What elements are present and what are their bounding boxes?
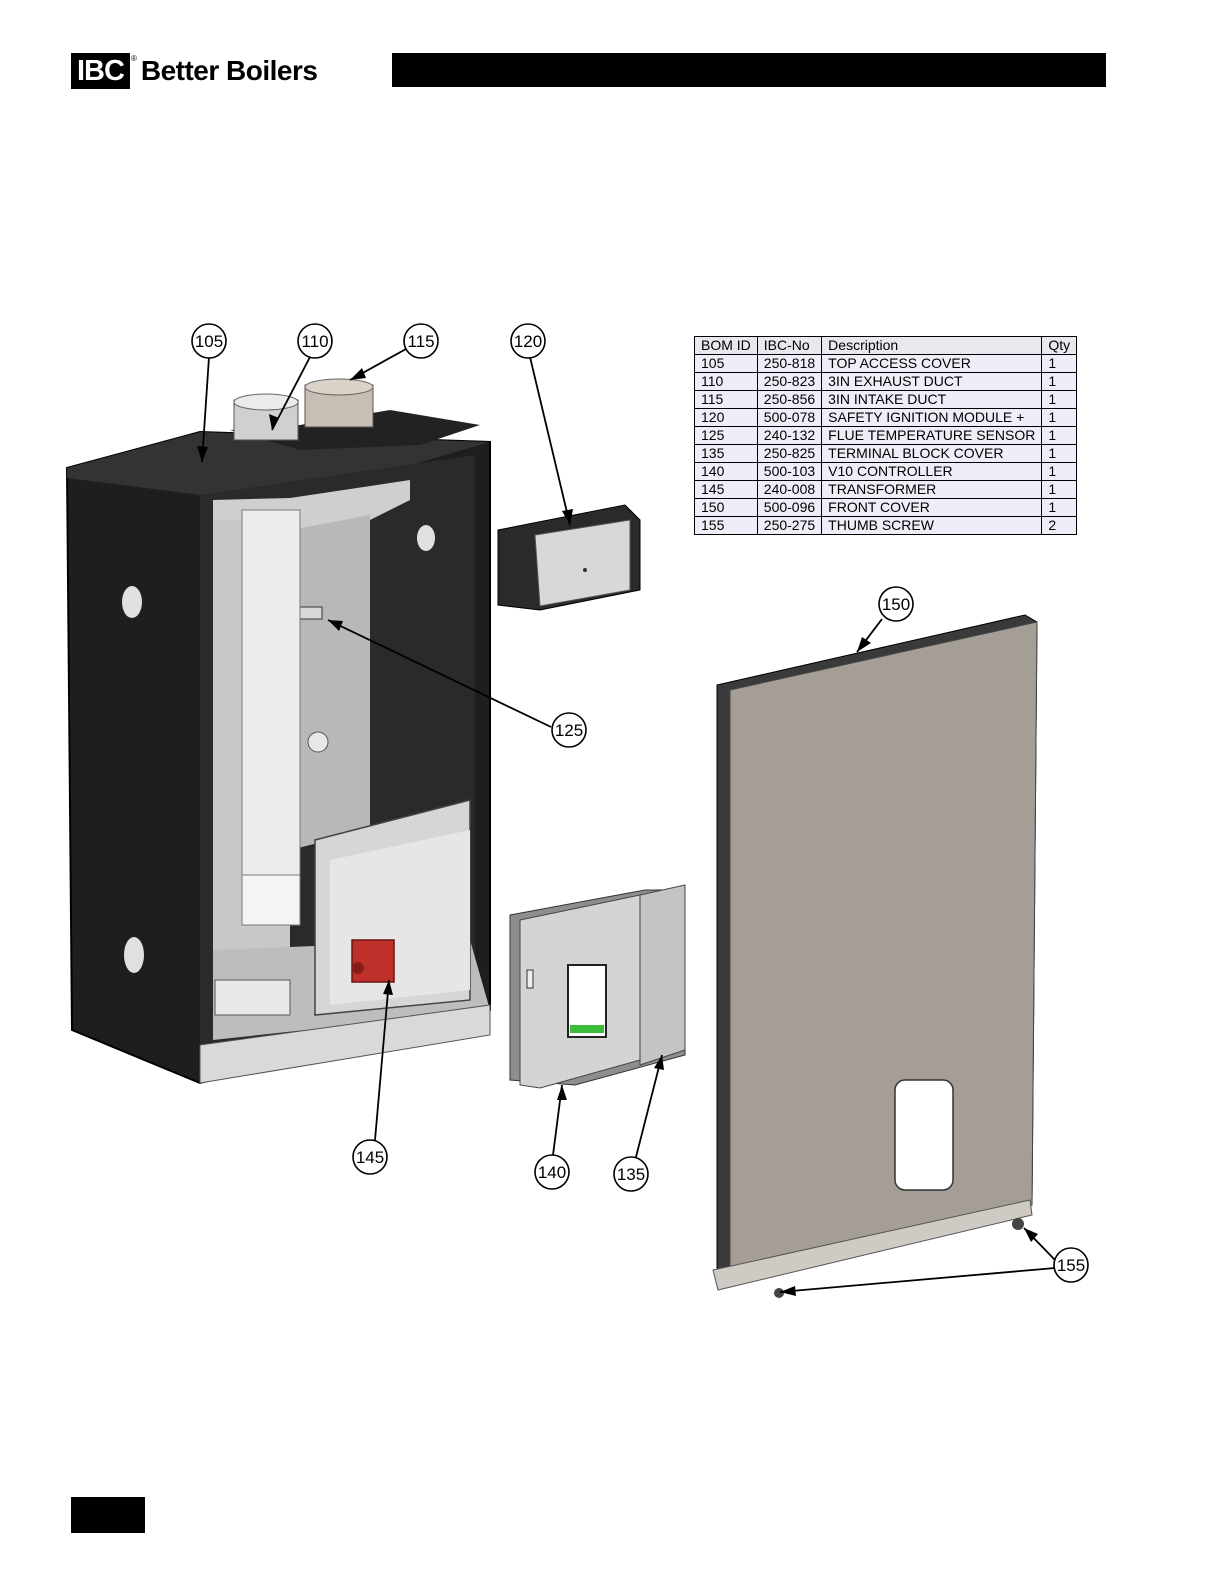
- callout-145-label: 145: [356, 1148, 384, 1167]
- callout-105-label: 105: [195, 332, 223, 351]
- description: 3IN INTAKE DUCT: [821, 390, 1043, 409]
- bom-id: 105: [694, 354, 758, 373]
- header-bar: [392, 53, 1106, 87]
- callout-145: 145: [352, 1139, 388, 1175]
- qty: 1: [1041, 408, 1078, 427]
- callout-120-label: 120: [514, 332, 542, 351]
- qty: 1: [1041, 462, 1078, 481]
- bom-id: 155: [694, 516, 758, 535]
- qty: 1: [1041, 426, 1078, 445]
- ibc-no: 500-103: [756, 462, 823, 481]
- bom-col-ibc-no: IBC-No: [756, 336, 823, 355]
- callout-115-label: 115: [407, 332, 434, 351]
- callout-150: 150: [878, 586, 914, 622]
- qty: 1: [1041, 498, 1078, 517]
- qty: 1: [1041, 354, 1078, 373]
- ibc-no: 250-275: [756, 516, 823, 535]
- bom-id: 120: [694, 408, 758, 427]
- bom-col-id: BOM ID: [694, 336, 758, 355]
- callout-115: 115: [403, 323, 439, 359]
- bom-header-row: BOM ID IBC-No Description Qty: [694, 336, 1078, 355]
- bom-id: 125: [694, 426, 758, 445]
- description: TRANSFORMER: [821, 480, 1043, 499]
- ignition-module: [497, 504, 641, 611]
- description: TOP ACCESS COVER: [821, 354, 1043, 373]
- callout-150-label: 150: [882, 595, 910, 614]
- front-cover: [712, 614, 1038, 1298]
- qty: 2: [1041, 516, 1078, 535]
- leader-arrowheads: [197, 368, 1038, 1296]
- ibc-no: 240-132: [756, 426, 823, 445]
- callout-155: 155: [1053, 1247, 1089, 1283]
- controller-assembly: [509, 884, 686, 1089]
- logo-registered-mark: ®: [130, 54, 137, 63]
- ibc-no: 240-008: [756, 480, 823, 499]
- page-number-box: [71, 1497, 145, 1533]
- bom-id: 110: [694, 372, 758, 391]
- description: 3IN EXHAUST DUCT: [821, 372, 1043, 391]
- ibc-logo: IBC ® Better Boilers: [71, 53, 318, 89]
- description: TERMINAL BLOCK COVER: [821, 444, 1043, 463]
- qty: 1: [1041, 480, 1078, 499]
- description: FLUE TEMPERATURE SENSOR: [821, 426, 1043, 445]
- description: V10 CONTROLLER: [821, 462, 1043, 481]
- bom-id: 145: [694, 480, 758, 499]
- ibc-no: 250-825: [756, 444, 823, 463]
- ibc-no: 250-856: [756, 390, 823, 409]
- description: FRONT COVER: [821, 498, 1043, 517]
- callout-125-label: 125: [555, 721, 583, 740]
- bom-col-qty: Qty: [1041, 336, 1078, 355]
- bom-col-description: Description: [821, 336, 1043, 355]
- callout-110-label: 110: [301, 332, 328, 351]
- callout-105: 105: [191, 323, 227, 359]
- ibc-no: 500-096: [756, 498, 823, 517]
- ibc-no: 250-818: [756, 354, 823, 373]
- callout-135: 135: [613, 1156, 649, 1192]
- qty: 1: [1041, 372, 1078, 391]
- callout-135-label: 135: [617, 1165, 645, 1184]
- ibc-no: 500-078: [756, 408, 823, 427]
- callout-140-label: 140: [538, 1163, 566, 1182]
- boiler-cabinet: [65, 430, 491, 1085]
- bom-id: 150: [694, 498, 758, 517]
- callout-120: 120: [510, 323, 546, 359]
- callout-155-label: 155: [1057, 1256, 1085, 1275]
- description: SAFETY IGNITION MODULE +: [821, 408, 1043, 427]
- ibc-no: 250-823: [756, 372, 823, 391]
- bom-id: 140: [694, 462, 758, 481]
- description: THUMB SCREW: [821, 516, 1043, 535]
- qty: 1: [1041, 390, 1078, 409]
- brand-name: Better Boilers: [140, 55, 318, 86]
- bom-id: 115: [694, 390, 758, 409]
- callout-110: 110: [297, 323, 333, 359]
- bom-id: 135: [694, 444, 758, 463]
- callout-125: 125: [551, 712, 587, 748]
- duct-collars: [230, 378, 480, 450]
- logo-mark: IBC: [71, 53, 130, 89]
- qty: 1: [1041, 444, 1078, 463]
- callout-140: 140: [534, 1154, 570, 1190]
